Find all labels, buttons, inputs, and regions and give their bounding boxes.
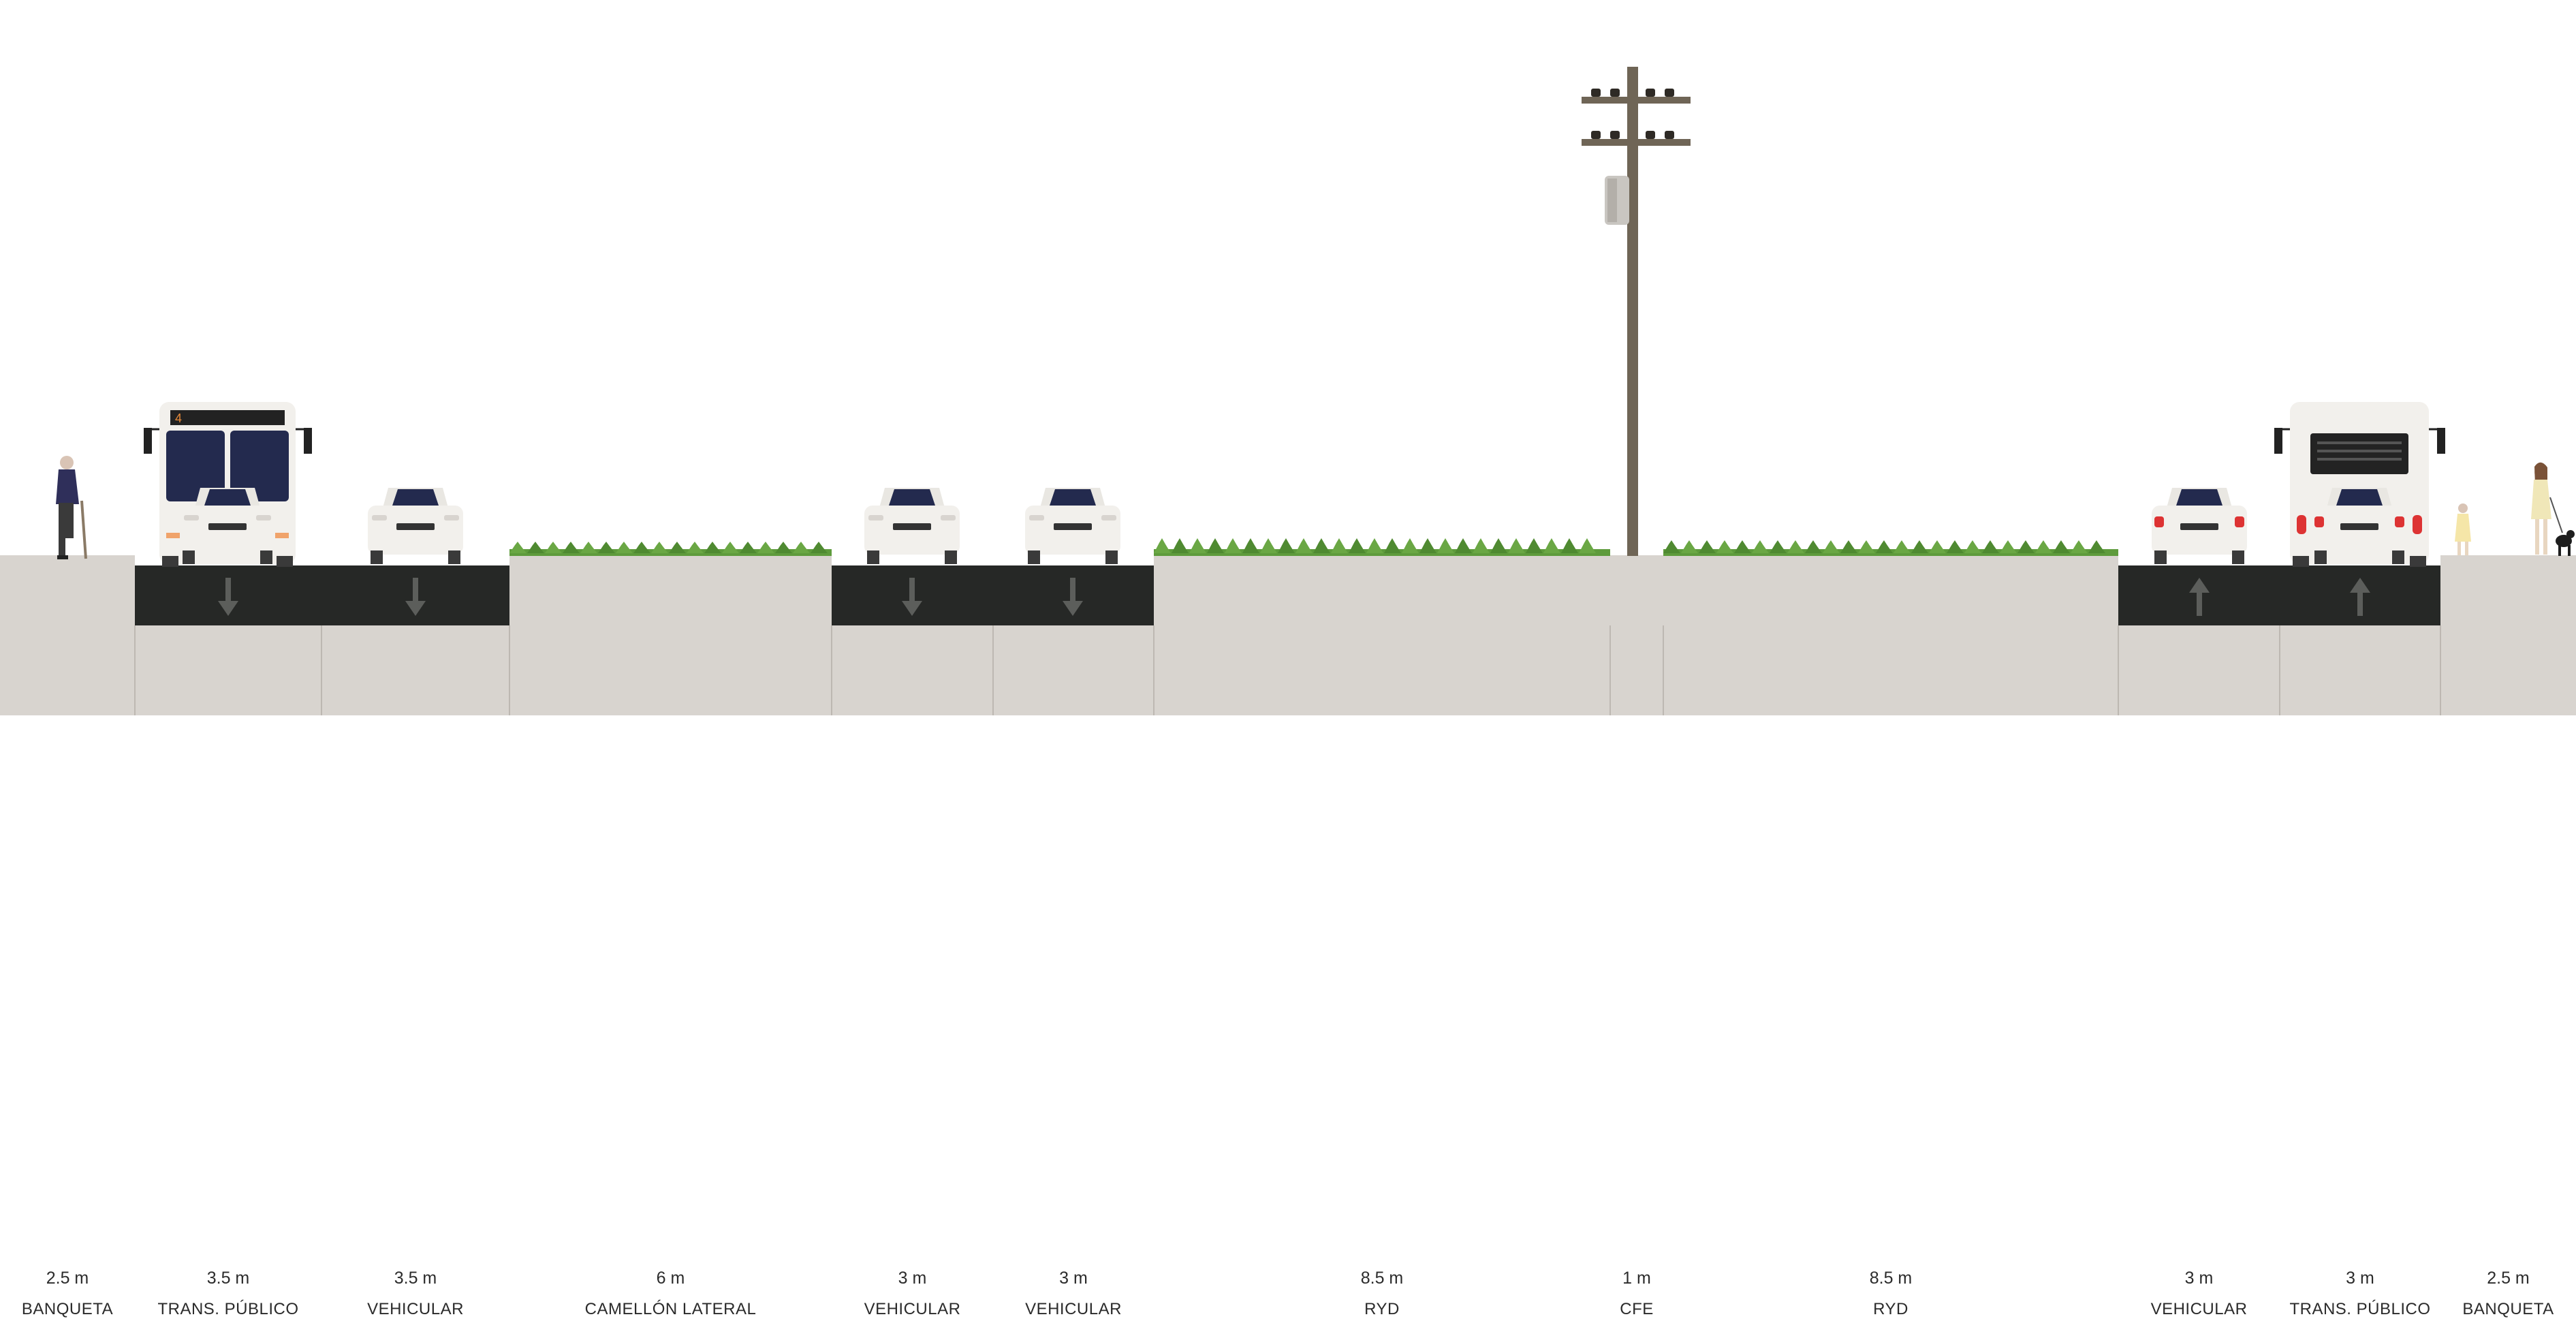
central-median-surface: [1154, 555, 2118, 625]
segment-width-label: 3 m: [2346, 1269, 2374, 1288]
segment-width-label: 3.5 m: [206, 1269, 250, 1288]
segment-info-panel: 1 m CFE: [1610, 625, 1663, 1318]
segment-divider: [134, 625, 136, 715]
segment-1: 2.5 m BANQUETA: [0, 0, 135, 1318]
segment-width-label: 1 m: [1622, 1269, 1651, 1288]
segment-info-panel: 8.5 m RYD: [1663, 625, 2118, 1318]
segment-name-label: VEHICULAR: [2150, 1300, 2248, 1318]
lane-arrow-up-icon: [2189, 578, 2210, 616]
segment-divider: [1153, 625, 1155, 715]
segment-width-label: 3 m: [1059, 1269, 1088, 1288]
segment-info-panel: 3 m VEHICULAR: [2118, 625, 2280, 1318]
median-lateral-surface: [509, 555, 832, 625]
car-front-icon: [368, 488, 463, 564]
pedestrian-elderly-icon: [56, 456, 87, 559]
segment-name-label: VEHICULAR: [367, 1300, 464, 1318]
segment-divider: [1663, 625, 1664, 715]
segment-6: 3 m VEHICULAR: [993, 0, 1154, 1318]
segment-divider: [2118, 625, 2119, 715]
segment-divider: [1609, 625, 1611, 715]
segment-name-label: RYD: [1364, 1300, 1400, 1318]
segment-divider: [321, 625, 322, 715]
segment-5: 3 m VEHICULAR: [832, 0, 993, 1318]
lane-arrow-down-icon: [902, 578, 922, 616]
segment-width-label: 8.5 m: [1360, 1269, 1404, 1288]
segment-10: 3 m VEHICULAR: [2118, 0, 2280, 1318]
segment-info-panel: 3 m VEHICULAR: [993, 625, 1154, 1318]
segment-divider: [2279, 625, 2280, 715]
car-group: [180, 488, 2407, 564]
segment-info-panel: 3.5 m VEHICULAR: [321, 625, 509, 1318]
segment-name-label: CAMELLÓN LATERAL: [584, 1300, 757, 1318]
segment-info-panel: 2.5 m BANQUETA: [2440, 625, 2576, 1318]
car-front-icon: [1025, 488, 1120, 564]
lane-arrow-down-icon: [1063, 578, 1083, 616]
segment-divider: [831, 625, 832, 715]
segment-width-label: 2.5 m: [2487, 1269, 2530, 1288]
car-rear-icon: [2312, 488, 2407, 564]
segment-name-label: BANQUETA: [2462, 1300, 2554, 1318]
car-front-icon: [180, 488, 275, 564]
segment-info-panel: 3 m VEHICULAR: [832, 625, 993, 1318]
roadway-center: [832, 565, 1154, 625]
segment-width-label: 3.5 m: [394, 1269, 437, 1288]
segment-width-label: 6 m: [656, 1269, 685, 1288]
grass-strip: [1663, 540, 2118, 556]
lane-arrow-up-icon: [2350, 578, 2370, 616]
segment-info-panel: 8.5 m RYD: [1154, 625, 1610, 1318]
grass-strip: [509, 542, 832, 556]
segment-divider: [2440, 625, 2441, 715]
pedestrian-with-dog-icon: [2531, 462, 2575, 556]
segment-name-label: VEHICULAR: [864, 1300, 961, 1318]
segment-name-label: TRANS. PÚBLICO: [157, 1300, 299, 1318]
sidewalk-left-surface: [0, 555, 135, 625]
segment-width-label: 3 m: [898, 1269, 927, 1288]
segment-divider: [509, 625, 510, 715]
car-front-icon: [864, 488, 960, 564]
segment-name-label: TRANS. PÚBLICO: [2289, 1300, 2431, 1318]
segment-info-panel: 6 m CAMELLÓN LATERAL: [509, 625, 832, 1318]
street-illustration: 4: [0, 67, 2576, 625]
lane-arrow-down-icon: [405, 578, 426, 616]
segment-9: 8.5 m RYD: [1663, 0, 2118, 1318]
segment-12: 2.5 m BANQUETA: [2440, 0, 2576, 1318]
sidewalk-right-surface: [2440, 555, 2576, 625]
segment-8: 1 m CFE: [1610, 0, 1663, 1318]
segment-info-panel: 3.5 m TRANS. PÚBLICO: [135, 625, 321, 1318]
car-rear-icon: [2152, 488, 2247, 564]
segment-3: 3.5 m VEHICULAR: [321, 0, 509, 1318]
utility-pole-icon: [1582, 67, 1691, 556]
segment-divider: [992, 625, 994, 715]
segment-name-label: BANQUETA: [21, 1300, 114, 1318]
grass-strip: [1154, 538, 1610, 556]
segment-width-label: 8.5 m: [1869, 1269, 1913, 1288]
segment-info-panel: 3 m TRANS. PÚBLICO: [2280, 625, 2440, 1318]
segment-width-label: 2.5 m: [46, 1269, 89, 1288]
segment-name-label: VEHICULAR: [1025, 1300, 1122, 1318]
bus-route-sign: 4: [175, 412, 182, 425]
segment-name-label: RYD: [1873, 1300, 1909, 1318]
roadway-right: [2118, 565, 2440, 625]
segment-7: 8.5 m RYD: [1154, 0, 1610, 1318]
roadway-left: [135, 565, 509, 625]
segment-11: 3 m TRANS. PÚBLICO: [2280, 0, 2440, 1318]
segment-info-panel: 2.5 m BANQUETA: [0, 625, 135, 1318]
segment-name-label: CFE: [1620, 1300, 1654, 1318]
segment-2: 3.5 m TRANS. PÚBLICO: [135, 0, 321, 1318]
lane-arrow-down-icon: [218, 578, 238, 616]
pedestrian-child-icon: [2455, 503, 2471, 555]
segment-width-label: 3 m: [2184, 1269, 2214, 1288]
segment-4: 6 m CAMELLÓN LATERAL: [509, 0, 832, 1318]
